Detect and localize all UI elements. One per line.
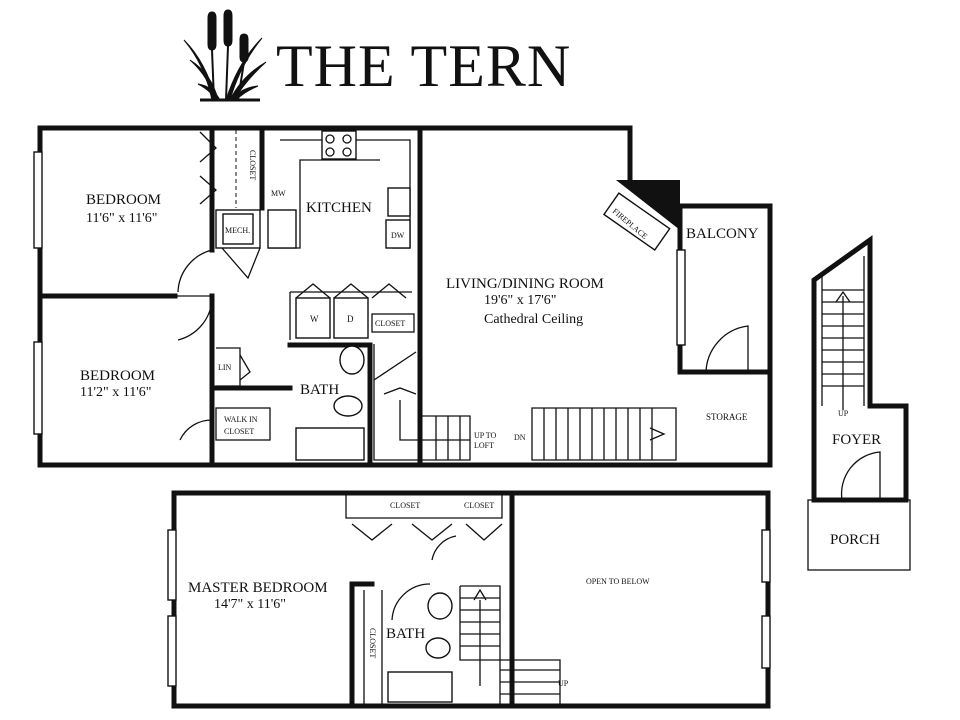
up-label: UP (558, 679, 569, 688)
room-label-porch: PORCH (830, 532, 880, 548)
room-label-bedroom-1: BEDROOM (86, 192, 161, 208)
room-label-storage: STORAGE (706, 412, 748, 422)
dryer (333, 297, 369, 339)
window (761, 615, 771, 669)
dw-label: DW (391, 231, 405, 240)
toilet (425, 637, 451, 659)
up-to-loft-label: LOFT (474, 441, 494, 450)
toilet (333, 395, 363, 417)
upper-floor (167, 490, 771, 709)
closet-label: CLOSET (464, 501, 494, 510)
microwave (267, 209, 297, 249)
room-label-upper-bath: BATH (386, 626, 425, 642)
room-dim-bedroom-2: 11'2" x 11'6" (80, 385, 151, 400)
closet-label: CLOSET (248, 150, 257, 180)
room-dim-master: 14'7" x 11'6" (214, 597, 286, 612)
walk-in-label: CLOSET (224, 427, 254, 436)
closet-label: CLOSET (375, 319, 405, 328)
linen-label: LIN (218, 363, 232, 372)
plan-title: THE TERN (276, 33, 571, 99)
fireplace (602, 192, 671, 251)
bathtub (387, 671, 453, 703)
bathtub (295, 427, 365, 461)
room-dim-living: 19'6" x 17'6" (484, 293, 556, 308)
window (33, 151, 43, 249)
down-label: DN (514, 433, 526, 442)
window (167, 615, 177, 687)
room-label-kitchen: KITCHEN (306, 200, 372, 216)
window (761, 529, 771, 583)
room-label-bath: BATH (300, 382, 339, 398)
room-label-balcony: BALCONY (686, 226, 759, 242)
closet-label: CLOSET (390, 501, 420, 510)
up-to-loft-label: UP TO (474, 431, 497, 440)
dishwasher (385, 219, 411, 249)
lavatory (427, 592, 453, 620)
room-label-bedroom-2: BEDROOM (80, 368, 155, 384)
window (167, 529, 177, 601)
mw-label: MW (271, 189, 286, 198)
room-label-master: MASTER BEDROOM (188, 580, 328, 596)
room-label-open-below: OPEN TO BELOW (586, 577, 650, 586)
dryer-label: D (347, 314, 354, 324)
main-floor (33, 125, 773, 468)
closet-label: CLOSET (368, 628, 377, 658)
window (33, 341, 43, 435)
mech-label: MECH. (225, 226, 250, 235)
walk-in-label: WALK IN (224, 415, 258, 424)
washer-label: W (310, 314, 319, 324)
up-label: UP (838, 409, 849, 418)
lavatory (339, 345, 365, 375)
foyer-porch (807, 235, 911, 571)
sink (387, 187, 411, 217)
cattail-logo (183, 9, 267, 102)
window (676, 249, 686, 346)
washer (295, 297, 331, 339)
room-note-living: Cathedral Ceiling (484, 312, 583, 327)
room-label-foyer: FOYER (832, 432, 881, 448)
room-label-living: LIVING/DINING ROOM (446, 276, 604, 292)
room-dim-bedroom-1: 11'6" x 11'6" (86, 211, 157, 226)
